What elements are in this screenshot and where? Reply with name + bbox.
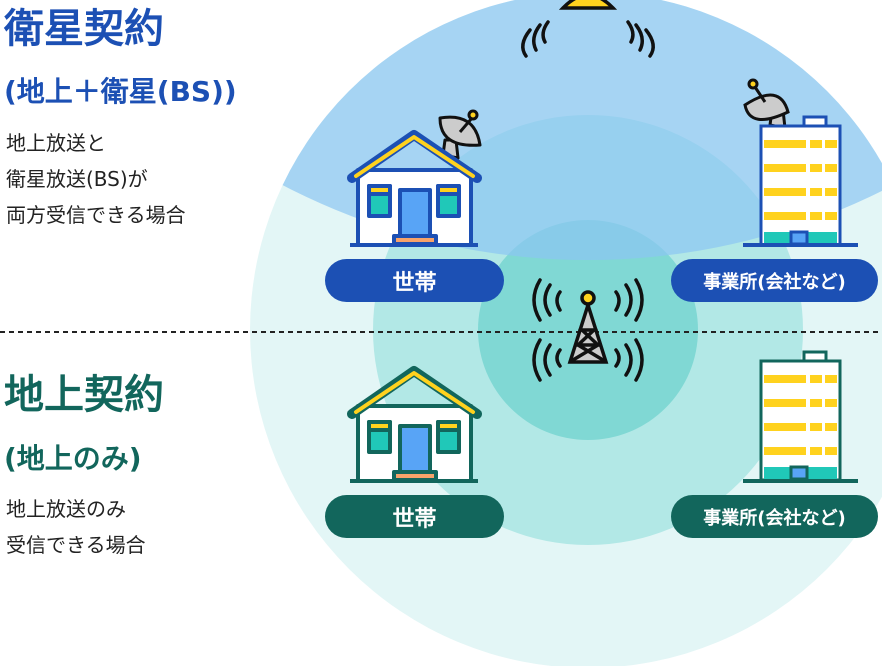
satellite-icon (521, 0, 655, 58)
house-icon (347, 366, 482, 483)
satellite-business-label: 事業所(会社など) (671, 259, 878, 302)
terrestrial-contract-description: 地上放送のみ 受信できる場合 (6, 491, 146, 563)
broadcast-tower-icon (532, 278, 644, 382)
satellite-dish-icon (743, 78, 790, 130)
office-building-icon (743, 78, 858, 247)
terrestrial-contract-subtitle: (地上のみ) (4, 442, 142, 475)
description-line: 両方受信できる場合 (6, 203, 186, 227)
office-building-icon (743, 350, 858, 483)
satellite-contract-description: 地上放送と 衛星放送(BS)が 両方受信できる場合 (6, 125, 186, 233)
description-line: 衛星放送(BS)が (6, 167, 148, 191)
description-line: 地上放送のみ (6, 497, 126, 521)
description-line: 受信できる場合 (6, 533, 146, 557)
satellite-dish-icon (438, 109, 482, 160)
satellite-contract-subtitle: (地上＋衛星(BS)) (4, 75, 237, 108)
satellite-contract-title: 衛星契約 (4, 6, 164, 52)
satellite-household-label: 世帯 (325, 259, 504, 302)
terrestrial-business-label: 事業所(会社など) (671, 495, 878, 538)
description-line: 地上放送と (6, 131, 106, 155)
house-icon (347, 109, 482, 247)
terrestrial-contract-title: 地上契約 (4, 372, 164, 418)
terrestrial-household-label: 世帯 (325, 495, 504, 538)
